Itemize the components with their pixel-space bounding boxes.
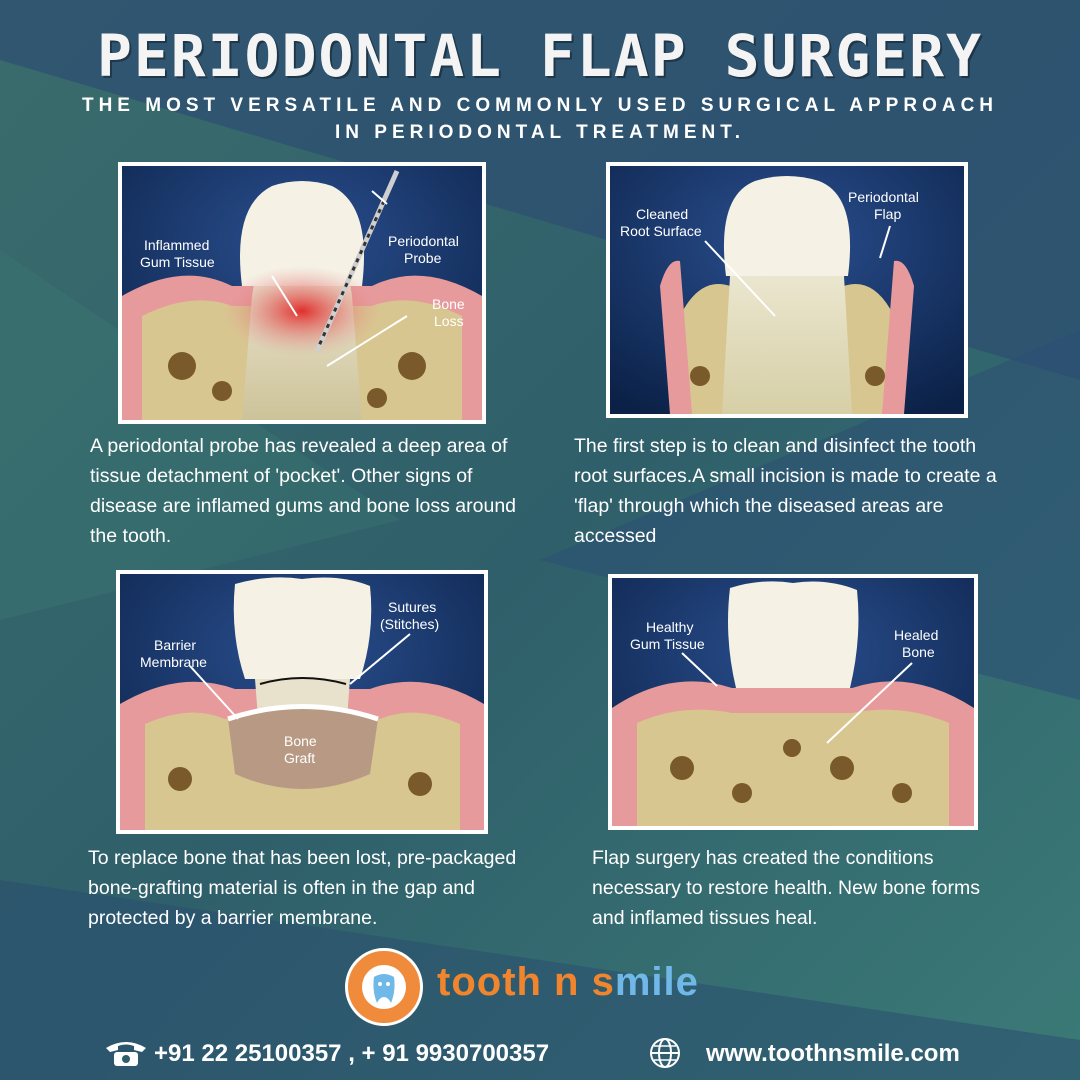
- illustration-panel-graft: Barrier Membrane Sutures (Stitches) Bone…: [116, 570, 488, 834]
- label-periodontal: Periodontal: [388, 233, 459, 249]
- label-root-surface: Root Surface: [620, 223, 702, 239]
- brand-name: tooth n smile: [437, 960, 699, 1004]
- website-link[interactable]: www.toothnsmile.com: [706, 1040, 960, 1067]
- phone-numbers[interactable]: +91 22 25100357 , + 91 9930700357: [154, 1040, 550, 1067]
- label-healthy: Healthy: [646, 619, 693, 635]
- label-cleaned: Cleaned: [636, 206, 688, 222]
- page-title: PERIODONTAL FLAP SURGERY: [96, 22, 984, 90]
- illustration-panel-probe: Inflammed Gum Tissue Periodontal Probe B…: [118, 162, 486, 424]
- clinic-seal: [345, 948, 423, 1026]
- cleaning-illustration: Cleaned Root Surface Periodontal Flap: [610, 166, 964, 414]
- healed-illustration: Healthy Gum Tissue Healed Bone: [612, 578, 974, 826]
- graft-illustration: Barrier Membrane Sutures (Stitches) Bone…: [120, 574, 484, 830]
- telephone-icon: [106, 1042, 146, 1066]
- caption-cleaning: The first step is to clean and disinfect…: [574, 435, 997, 547]
- tooth-mascot-icon: [362, 965, 406, 1009]
- label-bone-graft-1: Bone: [284, 733, 317, 749]
- brand-logo: tooth n smile: [345, 948, 745, 1028]
- page-subtitle: THE MOST VERSATILE AND COMMONLY USED SUR…: [20, 92, 1060, 146]
- label-barrier: Barrier: [154, 637, 196, 653]
- caption-healed: Flap surgery has created the conditions …: [592, 847, 981, 929]
- illustration-panel-cleaning: Cleaned Root Surface Periodontal Flap: [606, 162, 968, 418]
- label-sutures: Sutures: [388, 599, 436, 615]
- illustration-panel-healed: Healthy Gum Tissue Healed Bone: [608, 574, 978, 830]
- label-loss: Loss: [434, 313, 464, 329]
- label-healed: Healed: [894, 627, 938, 643]
- label-membrane: Membrane: [140, 654, 207, 670]
- label-bone: Bone: [432, 296, 465, 312]
- subtitle-line-2: IN PERIODONTAL TREATMENT.: [335, 122, 745, 143]
- label-stitches: (Stitches): [380, 616, 439, 632]
- label-gum-tissue-healthy: Gum Tissue: [630, 636, 705, 652]
- label-gum-tissue: Gum Tissue: [140, 254, 215, 270]
- label-probe: Probe: [404, 250, 442, 266]
- contact-bar: +91 22 25100357 , + 91 9930700357 www.to…: [100, 1036, 1000, 1076]
- label-flap: Flap: [874, 206, 901, 222]
- caption-probe: A periodontal probe has revealed a deep …: [90, 435, 517, 547]
- probe-illustration: Inflammed Gum Tissue Periodontal Probe B…: [122, 166, 482, 420]
- caption-graft: To replace bone that has been lost, pre-…: [88, 847, 517, 929]
- label-graft: Graft: [284, 750, 315, 766]
- globe-icon: [650, 1038, 680, 1068]
- label-healed-bone: Bone: [902, 644, 935, 660]
- subtitle-line-1: THE MOST VERSATILE AND COMMONLY USED SUR…: [81, 95, 999, 116]
- label-inflammed: Inflammed: [144, 237, 209, 253]
- label-periodontal-flap-1: Periodontal: [848, 189, 919, 205]
